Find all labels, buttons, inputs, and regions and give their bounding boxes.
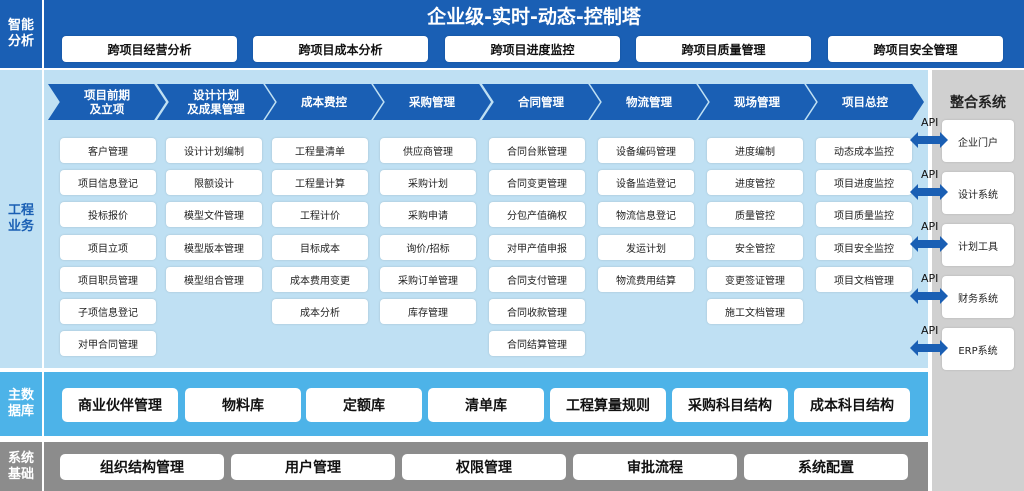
module-item[interactable]: 施工文档管理: [707, 299, 803, 324]
integration-system[interactable]: 计划工具: [942, 224, 1014, 266]
system-base-item[interactable]: 系统配置: [744, 454, 908, 480]
integration-system[interactable]: 企业门户: [942, 120, 1014, 162]
module-item[interactable]: 目标成本: [272, 234, 368, 260]
integration-system[interactable]: 设计系统: [942, 172, 1014, 214]
module-item[interactable]: 项目文档管理: [816, 266, 912, 292]
master-data-item[interactable]: 采购科目结构: [672, 388, 788, 422]
master-data-item[interactable]: 成本科目结构: [794, 388, 910, 422]
api-label: API: [921, 220, 939, 233]
module-item[interactable]: 进度编制: [707, 138, 803, 163]
module-item[interactable]: 询价/招标: [380, 234, 476, 260]
module-item[interactable]: 设计计划编制: [166, 138, 262, 163]
module-item[interactable]: 模型版本管理: [166, 234, 262, 260]
module-item[interactable]: 合同台账管理: [489, 138, 585, 163]
module-item[interactable]: 采购申请: [380, 202, 476, 228]
module-item[interactable]: 物流费用结算: [598, 266, 694, 292]
module-header[interactable]: 项目前期 及立项: [48, 84, 166, 120]
module-item[interactable]: 库存管理: [380, 299, 476, 324]
smart-analysis-item[interactable]: 跨项目成本分析: [253, 36, 428, 62]
module-header[interactable]: 物流管理: [590, 84, 708, 120]
module-item[interactable]: 项目进度监控: [816, 170, 912, 196]
master-data-label: 主数 据库: [0, 372, 42, 436]
integration-title: 整合系统: [950, 95, 1006, 111]
api-label: API: [921, 168, 939, 181]
module-item[interactable]: 合同变更管理: [489, 170, 585, 196]
module-item[interactable]: 投标报价: [60, 202, 156, 228]
module-item[interactable]: 对甲合同管理: [60, 331, 156, 357]
module-item[interactable]: 分包产值确权: [489, 202, 585, 228]
api-label: API: [921, 324, 939, 337]
bidirectional-arrow-icon: [910, 288, 948, 304]
module-item[interactable]: 质量管控: [707, 202, 803, 228]
smart-analysis-item[interactable]: 跨项目质量管理: [636, 36, 811, 62]
module-item[interactable]: 模型文件管理: [166, 202, 262, 228]
integration-system[interactable]: 财务系统: [942, 276, 1014, 318]
bidirectional-arrow-icon: [910, 184, 948, 200]
module-item[interactable]: 项目职员管理: [60, 266, 156, 292]
module-header[interactable]: 合同管理: [482, 84, 600, 120]
system-base-item[interactable]: 组织结构管理: [60, 454, 224, 480]
master-data-item[interactable]: 清单库: [428, 388, 544, 422]
module-item[interactable]: 安全管控: [707, 234, 803, 260]
module-header[interactable]: 现场管理: [698, 84, 816, 120]
bidirectional-arrow-icon: [910, 340, 948, 356]
module-item[interactable]: 动态成本监控: [816, 138, 912, 163]
module-item[interactable]: 限额设计: [166, 170, 262, 196]
system-base-item[interactable]: 审批流程: [573, 454, 737, 480]
module-header[interactable]: 项目总控: [806, 84, 924, 120]
module-item[interactable]: 对甲产值申报: [489, 234, 585, 260]
api-label: API: [921, 116, 939, 129]
module-item[interactable]: 工程计价: [272, 202, 368, 228]
engineering-label: 工程 业务: [0, 70, 42, 368]
module-item[interactable]: 子项信息登记: [60, 299, 156, 324]
module-item[interactable]: 成本费用变更: [272, 266, 368, 292]
module-item[interactable]: 项目立项: [60, 234, 156, 260]
module-item[interactable]: 工程量计算: [272, 170, 368, 196]
module-item[interactable]: 采购计划: [380, 170, 476, 196]
master-data-item[interactable]: 商业伙伴管理: [62, 388, 178, 422]
module-item[interactable]: 发运计划: [598, 234, 694, 260]
bidirectional-arrow-icon: [910, 132, 948, 148]
module-header[interactable]: 设计计划 及成果管理: [157, 84, 275, 120]
control-tower-title: 企业级-实时-动态-控制塔: [427, 6, 641, 28]
module-item[interactable]: 模型组合管理: [166, 266, 262, 292]
module-item[interactable]: 采购订单管理: [380, 266, 476, 292]
module-item[interactable]: 合同支付管理: [489, 266, 585, 292]
module-item[interactable]: 变更签证管理: [707, 266, 803, 292]
module-item[interactable]: 客户管理: [60, 138, 156, 163]
module-item[interactable]: 合同收款管理: [489, 299, 585, 324]
system-base-item[interactable]: 权限管理: [402, 454, 566, 480]
integration-system[interactable]: ERP系统: [942, 328, 1014, 370]
system-base-label: 系统 基础: [0, 442, 42, 491]
module-item[interactable]: 设备编码管理: [598, 138, 694, 163]
module-item[interactable]: 成本分析: [272, 299, 368, 324]
module-header[interactable]: 采购管理: [373, 84, 491, 120]
module-item[interactable]: 项目质量监控: [816, 202, 912, 228]
module-header[interactable]: 成本费控: [265, 84, 383, 120]
module-item[interactable]: 进度管控: [707, 170, 803, 196]
module-item[interactable]: 供应商管理: [380, 138, 476, 163]
master-data-item[interactable]: 物料库: [185, 388, 301, 422]
module-item[interactable]: 项目安全监控: [816, 234, 912, 260]
smart-analysis-label: 智能 分析: [0, 0, 42, 68]
smart-analysis-item[interactable]: 跨项目进度监控: [445, 36, 620, 62]
module-item[interactable]: 设备监造登记: [598, 170, 694, 196]
module-item[interactable]: 合同结算管理: [489, 331, 585, 357]
system-base-item[interactable]: 用户管理: [231, 454, 395, 480]
api-label: API: [921, 272, 939, 285]
master-data-item[interactable]: 定额库: [306, 388, 422, 422]
module-item[interactable]: 物流信息登记: [598, 202, 694, 228]
bidirectional-arrow-icon: [910, 236, 948, 252]
module-item[interactable]: 项目信息登记: [60, 170, 156, 196]
module-item[interactable]: 工程量清单: [272, 138, 368, 163]
smart-analysis-item[interactable]: 跨项目经营分析: [62, 36, 237, 62]
master-data-item[interactable]: 工程算量规则: [550, 388, 666, 422]
smart-analysis-item[interactable]: 跨项目安全管理: [828, 36, 1003, 62]
